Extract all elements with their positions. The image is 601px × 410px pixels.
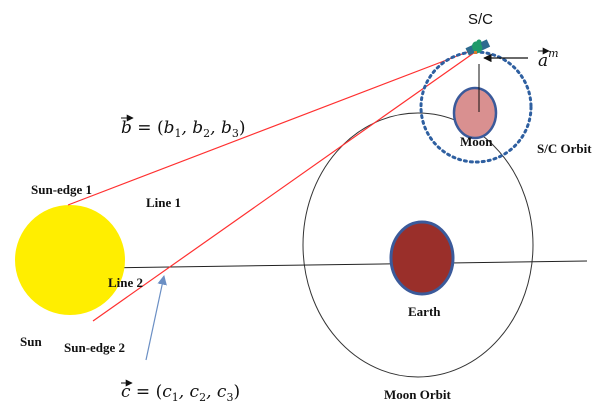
ray-line-1 [67,47,479,206]
moon-orbit-label: Moon Orbit [384,387,451,402]
b-c3: , b [210,118,232,138]
vector-c-equation: c = (c1, c2, c3) [121,379,240,404]
b-s1: 1 [174,127,181,140]
sc-orbit-label: S/C Orbit [537,141,592,156]
ray-line-2 [92,49,479,322]
svg-text:b = (b1, b2, b3): b = (b1, b2, b3) [121,118,246,140]
svg-text:c = (c1, c2, c3): c = (c1, c2, c3) [121,382,240,404]
c-pointer-arrow [145,275,167,361]
b-symbol: b [121,118,132,138]
vector-a-m-label: am [538,47,559,71]
a-superscript: m [548,47,558,60]
line-2-label: Line 2 [108,275,143,290]
moon-orbit-ellipse [302,112,534,378]
sun-disc [15,205,125,315]
b-close: ) [239,118,246,138]
c-symbol: c [121,382,131,402]
sc-label: S/C [468,11,493,28]
b-s3: 3 [232,127,239,140]
sun-earth-line [99,260,588,269]
satellite-icon [465,39,491,56]
svg-text:am: am [538,47,559,71]
sun-label: Sun [20,334,42,349]
c-close: ) [233,382,240,402]
b-c1: b [164,118,175,138]
c-c2: , c [179,382,200,402]
earth-label: Earth [408,304,441,319]
moon-label: Moon [460,134,493,149]
vector-b-equation: b = (b1, b2, b3) [121,114,246,140]
c-s3: 3 [226,391,233,404]
line-1-label: Line 1 [146,195,181,210]
sun-edge-2-label: Sun-edge 2 [64,340,125,355]
c-s2: 2 [199,391,206,404]
sun-edge-1-label: Sun-edge 1 [31,182,92,197]
b-eq-prefix: = ( [132,118,164,138]
b-s2: 2 [203,127,210,140]
c-c3: , c [206,382,227,402]
moon-disc [452,86,498,140]
b-c2: , b [181,118,203,138]
c-c1: c [162,382,172,402]
c-s1: 1 [172,391,179,404]
a-symbol: a [538,51,548,71]
earth-disc [389,220,455,296]
c-eq-prefix: = ( [131,382,163,402]
